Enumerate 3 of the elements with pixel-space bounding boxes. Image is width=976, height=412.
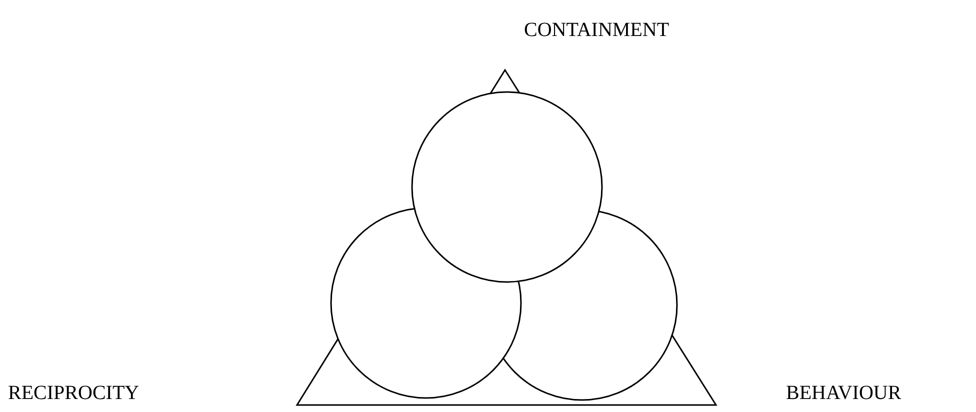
corner-label: RECIPROCITY (8, 383, 140, 403)
corner-label: CONTAINMENT (524, 20, 670, 40)
corner-label: BEHAVIOUR (786, 383, 902, 403)
